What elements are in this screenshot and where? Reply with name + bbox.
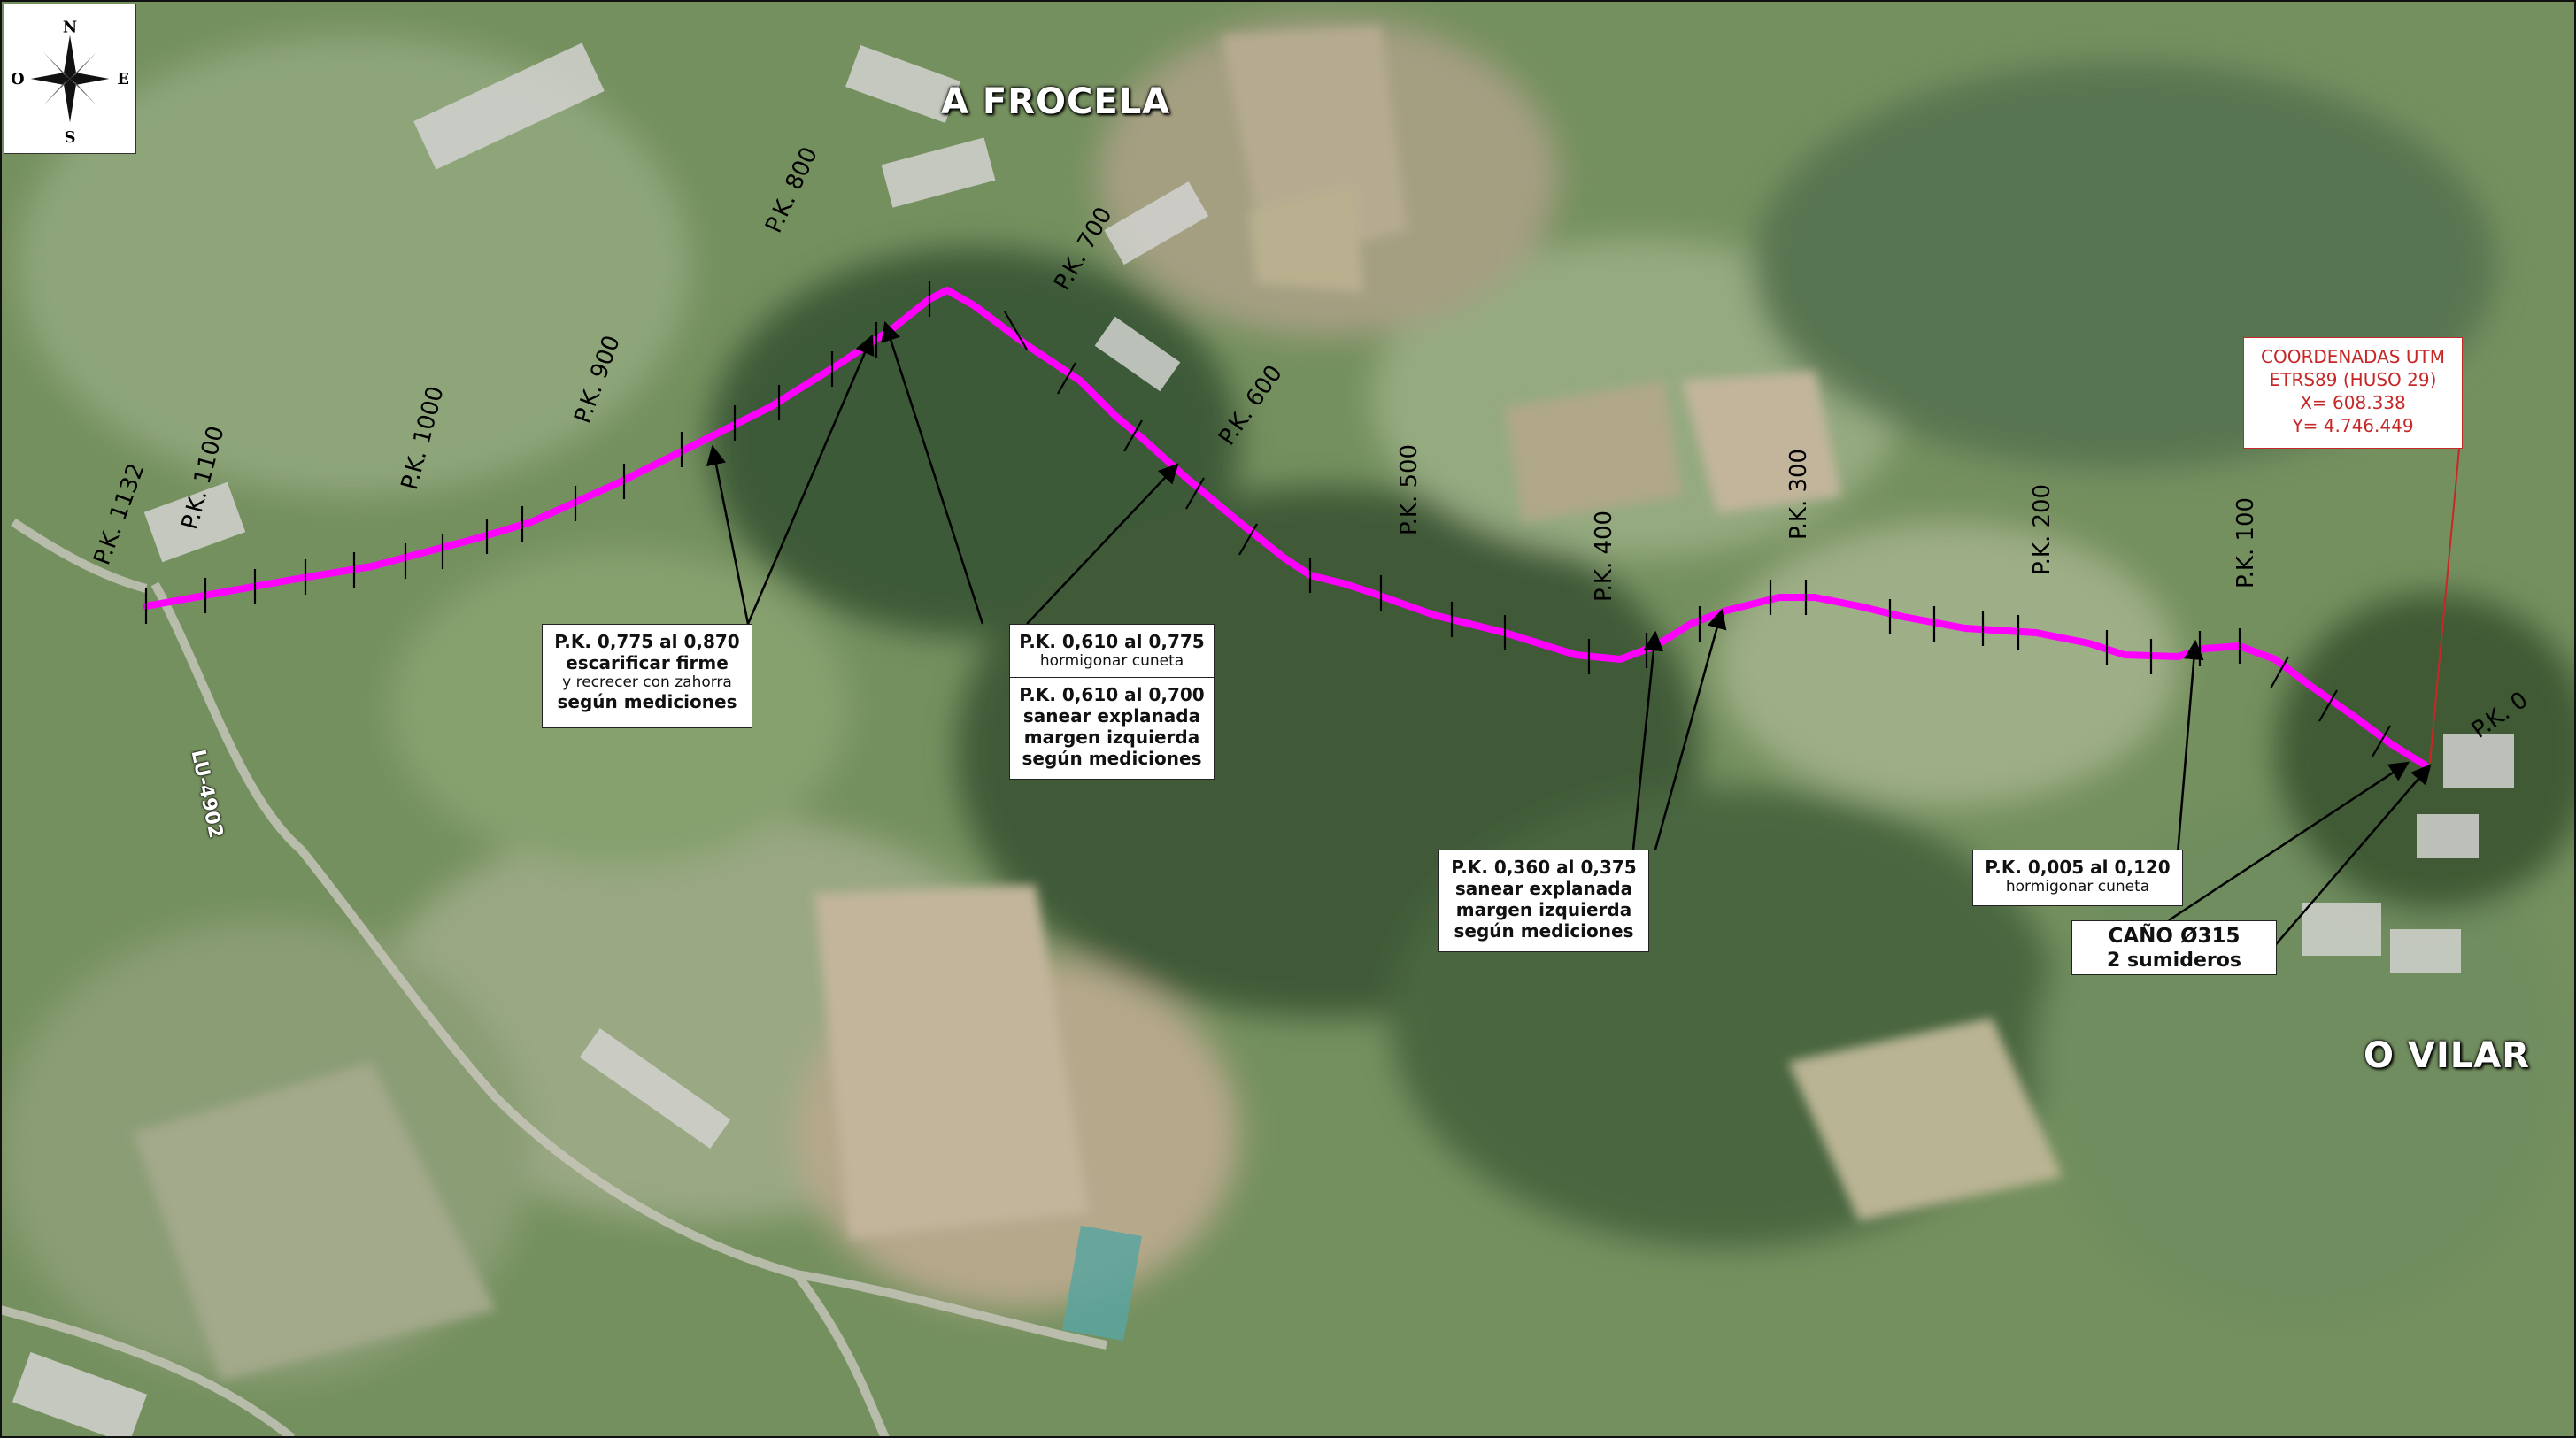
place-o-vilar: O VILAR — [2364, 1035, 2531, 1076]
callout-line: margen izquierda — [1455, 899, 1632, 920]
fields — [133, 27, 2063, 1380]
route-ticks — [144, 281, 2391, 757]
coord-leader — [2429, 448, 2460, 764]
compass-rose: N S E O — [4, 4, 136, 154]
callout-line: P.K. 0,005 al 0,120 — [1985, 857, 2171, 878]
compass-west: O — [11, 70, 24, 88]
utm-coordinates-box: COORDENADAS UTM ETRS89 (HUSO 29) X= 608.… — [2243, 337, 2463, 449]
pk-label-200: P.K. 200 — [2029, 484, 2055, 575]
callout-line: hormigonar cuneta — [2005, 878, 2150, 896]
callout-line: sanear explanada — [1454, 878, 1633, 899]
pk-label-100: P.K. 100 — [2233, 497, 2259, 588]
compass-south: S — [65, 128, 76, 147]
callout-line: margen izquierda — [1023, 727, 1200, 748]
compass-north: N — [63, 19, 77, 37]
callout-line: según mediciones — [557, 691, 737, 713]
callout-line: escarificar firme — [566, 652, 729, 673]
callout-line: P.K. 0,775 al 0,870 — [554, 631, 740, 652]
compass-east: E — [117, 70, 129, 88]
pk-label-300: P.K. 300 — [1785, 449, 1812, 540]
coord-y: Y= 4.746.449 — [2292, 415, 2414, 436]
callout-line: según mediciones — [1454, 920, 1634, 942]
callout-cano-sumideros: CAÑO Ø315 2 sumideros — [2071, 920, 2277, 975]
callout-line: y recrecer con zahorra — [562, 673, 732, 691]
callout-pk0005-0120: P.K. 0,005 al 0,120 hormigonar cuneta — [1972, 850, 2183, 906]
callout-pk0610-0700: P.K. 0,610 al 0,700 sanear explanada mar… — [1009, 677, 1215, 780]
pk-label-400: P.K. 400 — [1591, 511, 1617, 602]
callout-line: hormigonar cuneta — [1039, 652, 1184, 670]
coord-datum: ETRS89 (HUSO 29) — [2269, 369, 2437, 390]
compass-icon: N S E O — [11, 19, 129, 147]
callout-line: P.K. 0,610 al 0,700 — [1019, 684, 1205, 705]
callout-pk0610-0775: P.K. 0,610 al 0,775 hormigonar cuneta — [1009, 624, 1215, 681]
callout-line: CAÑO Ø315 — [2108, 925, 2241, 948]
callout-pk0775-0870: P.K. 0,775 al 0,870 escarificar firme y … — [542, 624, 752, 728]
callout-line: P.K. 0,610 al 0,775 — [1019, 631, 1205, 652]
callout-line: P.K. 0,360 al 0,375 — [1451, 857, 1637, 878]
buildings — [12, 42, 2514, 1438]
coord-x: X= 608.338 — [2300, 392, 2406, 413]
pk-label-500: P.K. 500 — [1396, 444, 1423, 535]
roads — [0, 518, 1107, 1438]
callout-leaders — [706, 320, 2432, 957]
callout-line: 2 sumideros — [2107, 949, 2241, 972]
callout-line: sanear explanada — [1022, 705, 1201, 727]
callout-pk0360-0375: P.K. 0,360 al 0,375 sanear explanada mar… — [1438, 850, 1649, 952]
callout-line: según mediciones — [1022, 748, 1202, 769]
place-a-frocela: A FROCELA — [941, 81, 1171, 122]
coord-title: COORDENADAS UTM — [2261, 346, 2445, 367]
